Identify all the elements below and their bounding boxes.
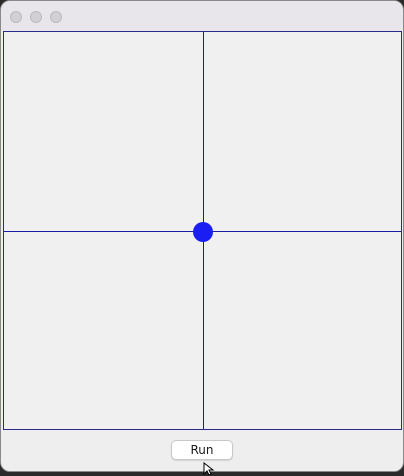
title-bar[interactable] <box>1 1 403 31</box>
bottom-toolbar: Run <box>1 431 403 471</box>
maximize-icon[interactable] <box>50 11 62 23</box>
center-dot <box>193 222 213 242</box>
drawing-canvas[interactable] <box>3 31 402 430</box>
mouse-pointer-icon <box>203 462 215 476</box>
run-button[interactable]: Run <box>171 440 233 460</box>
minimize-icon[interactable] <box>30 11 42 23</box>
close-icon[interactable] <box>10 11 22 23</box>
